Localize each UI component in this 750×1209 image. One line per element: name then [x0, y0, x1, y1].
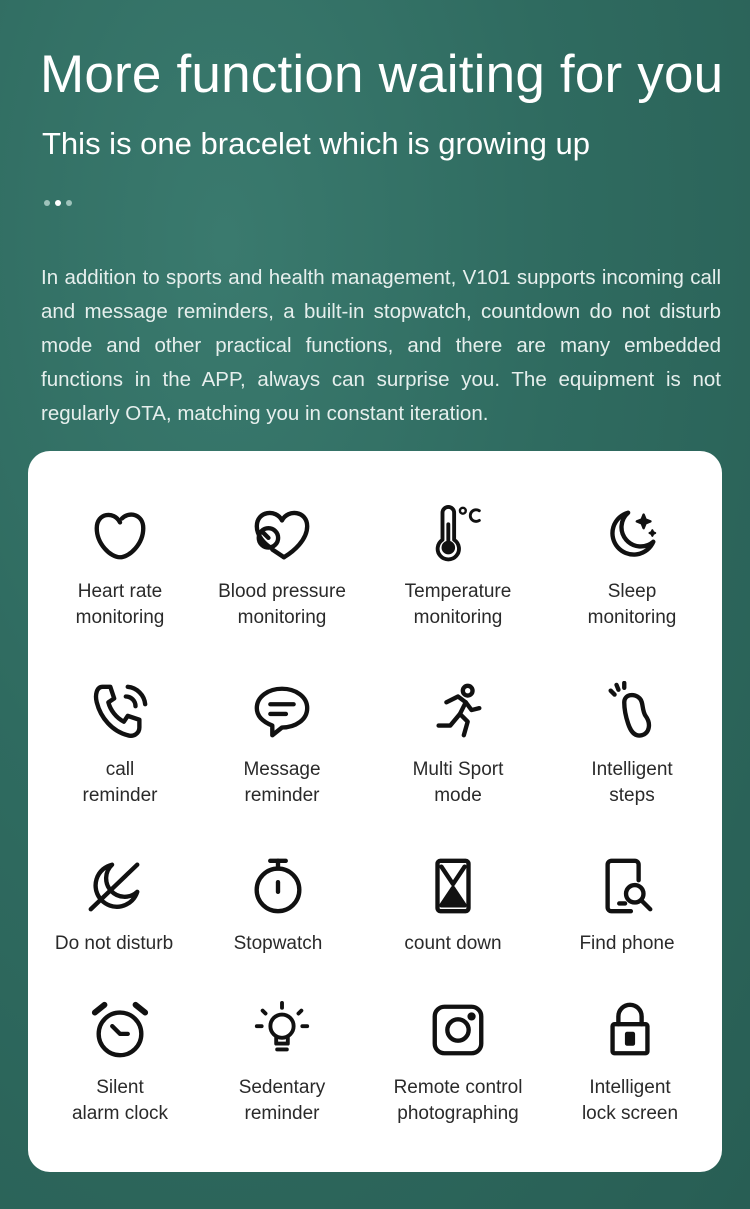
feature-sport: Multi Sport mode	[373, 681, 543, 809]
feature-countdown: count down	[368, 855, 538, 957]
feature-temperature: Temperature monitoring	[373, 503, 543, 631]
feature-lock-screen: Intelligent lock screen	[545, 999, 715, 1127]
feature-label: Intelligent lock screen	[581, 1077, 679, 1124]
feature-do-not-disturb: Do not disturb	[29, 855, 199, 957]
feature-remote-camera: Remote control photographing	[373, 999, 543, 1127]
pager-dots	[44, 200, 72, 206]
find-phone-icon	[596, 855, 658, 917]
page-title: More function waiting for you	[40, 45, 724, 104]
feature-label: Find phone	[579, 933, 675, 954]
feature-heart-rate: Heart rate monitoring	[35, 503, 205, 631]
phone-call-icon	[89, 681, 151, 743]
feature-label: Do not disturb	[54, 933, 174, 954]
blood-pressure-icon	[251, 503, 313, 565]
feature-label: Blood pressure monitoring	[218, 581, 346, 628]
feature-sleep: Sleep monitoring	[547, 503, 717, 631]
footprint-icon	[601, 680, 663, 743]
pager-dot[interactable]	[44, 200, 50, 206]
pager-dot-active[interactable]	[55, 200, 61, 206]
do-not-disturb-icon	[83, 855, 145, 917]
lock-icon	[599, 999, 661, 1061]
feature-stopwatch: Stopwatch	[193, 855, 363, 957]
hourglass-icon	[422, 855, 484, 917]
moon-stars-icon	[601, 503, 663, 565]
camera-icon	[427, 999, 489, 1061]
feature-steps: Intelligent steps	[547, 680, 717, 809]
alarm-clock-icon	[89, 999, 151, 1061]
feature-label: Sleep monitoring	[587, 581, 677, 628]
chat-bubble-icon	[251, 681, 313, 743]
feature-alarm: Silent alarm clock	[35, 999, 205, 1127]
feature-label: Intelligent steps	[591, 759, 673, 806]
feature-label: count down	[404, 933, 502, 954]
feature-sedentary: Sedentary reminder	[197, 999, 367, 1127]
running-person-icon	[427, 681, 489, 743]
page-subtitle: This is one bracelet which is growing up	[42, 126, 590, 161]
feature-message: Message reminder	[197, 681, 367, 809]
feature-find-phone: Find phone	[542, 855, 712, 957]
feature-label: Sedentary reminder	[238, 1077, 326, 1124]
feature-label: Multi Sport mode	[412, 759, 504, 806]
heart-icon	[89, 503, 151, 565]
feature-label: Remote control photographing	[393, 1077, 523, 1124]
pager-dot[interactable]	[66, 200, 72, 206]
stopwatch-icon	[247, 855, 309, 917]
feature-label: Heart rate monitoring	[75, 581, 165, 628]
feature-card: Heart rate monitoring Blood pressure mon…	[28, 451, 722, 1172]
description: In addition to sports and health managem…	[41, 265, 721, 425]
feature-call: call reminder	[35, 681, 205, 809]
lightbulb-icon	[251, 999, 313, 1061]
feature-label: Silent alarm clock	[71, 1077, 169, 1124]
feature-label: Message reminder	[243, 759, 321, 806]
feature-blood-pressure: Blood pressure monitoring	[197, 503, 367, 631]
feature-label: call reminder	[82, 759, 158, 806]
feature-label: Stopwatch	[233, 933, 323, 954]
thermometer-icon	[427, 503, 489, 565]
feature-grid: Heart rate monitoring Blood pressure mon…	[28, 451, 722, 1172]
feature-label: Temperature monitoring	[404, 581, 512, 628]
